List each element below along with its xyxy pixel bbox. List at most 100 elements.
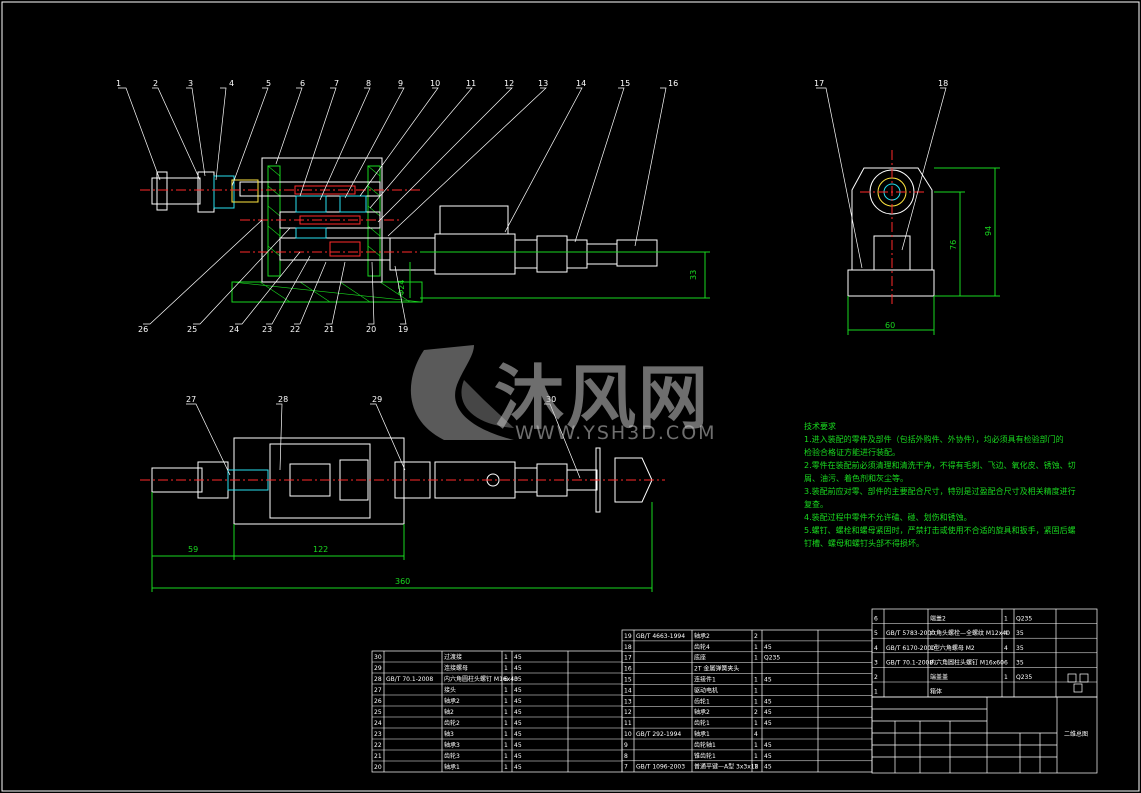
bom-cell: 齿轮轴1 <box>694 741 716 749</box>
bom-cell: 15 <box>624 677 632 684</box>
bom-cell: GB/T 6170-2000 <box>886 645 935 652</box>
bom-cell: 普通平键—A型 3x3x18 <box>694 763 759 771</box>
bom-cell: 35 <box>1016 659 1024 666</box>
balloon-17: 17 <box>814 79 824 88</box>
balloon-2: 2 <box>153 79 158 88</box>
balloon-1: 1 <box>116 79 121 88</box>
balloon-7: 7 <box>334 79 339 88</box>
bom-cell: 45 <box>514 654 522 661</box>
bom-cell: 30 <box>374 654 382 661</box>
tech-title: 技术要求 <box>804 422 836 431</box>
bom-cell: 2 <box>754 633 758 640</box>
bom-cell: 45 <box>764 753 772 760</box>
bom-cell: 10 <box>624 731 632 738</box>
tech-line: 4.装配过程中零件不允许磕、碰、划伤和锈蚀。 <box>804 513 972 522</box>
balloon-27: 27 <box>186 395 196 404</box>
bom-cell: 45 <box>764 720 772 727</box>
title-block <box>871 673 1098 774</box>
bom-cell: 1 <box>504 687 508 694</box>
watermark-cn: 沐风网 <box>494 357 710 439</box>
bom-cell: 45 <box>764 709 772 716</box>
drawing-name: 二维总图 <box>1064 730 1088 738</box>
bom-cell: GB/T 292-1994 <box>636 731 681 738</box>
bom-cell: 轴2 <box>444 708 454 716</box>
bom-cell: 45 <box>764 698 772 705</box>
bom-cell: 1 <box>754 720 758 727</box>
bom-cell: 齿轮1 <box>694 697 710 705</box>
balloons-top: 1 2 3 4 5 6 7 8 9 10 11 12 13 14 15 16 <box>116 79 678 88</box>
bom-cell: 45 <box>514 709 522 716</box>
bom-cell: 轴承2 <box>694 708 710 716</box>
bom-cell: 45 <box>514 753 522 760</box>
balloon-12: 12 <box>504 79 514 88</box>
bom-cell: 45 <box>514 687 522 694</box>
bom-cell: 1 <box>504 665 508 672</box>
bom-cell: 29 <box>374 665 382 672</box>
bom-cell: GB/T 5783-2000 <box>886 630 935 637</box>
bom-cell: 1 <box>874 689 878 696</box>
bom-cell: 1 <box>754 764 758 771</box>
bom-cell: 45 <box>764 677 772 684</box>
watermark-url: WWW.YSH3D.COM <box>515 422 717 444</box>
bom-cell: 45 <box>514 665 522 672</box>
balloon-5: 5 <box>266 79 271 88</box>
bom-cell: 35 <box>514 676 522 683</box>
bom-cell: 箱体 <box>930 688 942 696</box>
balloon-15: 15 <box>620 79 630 88</box>
balloon-26: 26 <box>138 325 148 334</box>
balloon-22: 22 <box>290 325 300 334</box>
dim-94: 94 <box>984 226 993 236</box>
bom-cell: 1 <box>754 655 758 662</box>
side-view <box>816 87 1000 335</box>
bom-cell: 1 <box>504 742 508 749</box>
bom-cell: 35 <box>1016 645 1024 652</box>
bom-cell: 六角头螺栓—全螺纹 M12x40 <box>930 629 1010 637</box>
bom-cell: 45 <box>514 731 522 738</box>
bom-cell: 7 <box>624 764 628 771</box>
bom-cell: 过渡接 <box>444 653 462 661</box>
balloon-25: 25 <box>187 325 197 334</box>
bom-cell: 连接螺母 <box>444 664 468 672</box>
bom-cell: 1 <box>504 654 508 661</box>
bom-cell: 4 <box>1004 645 1008 652</box>
balloon-11: 11 <box>466 79 476 88</box>
technical-requirements: 技术要求 1.进入装配的零件及部件（包括外购件、外协件），均必须具有检验部门的 … <box>804 420 1084 550</box>
balloon-18: 18 <box>938 79 948 88</box>
balloon-24: 24 <box>229 325 239 334</box>
bom-cell: 锥齿轮1 <box>694 752 716 760</box>
bom-cell: Q235 <box>1016 674 1032 681</box>
dim-122: 122 <box>313 545 328 554</box>
bom-cell: Q235 <box>1016 616 1032 623</box>
dim-59: 59 <box>188 545 198 554</box>
bom-cell: GB/T 70.1-2008 <box>386 676 433 683</box>
bom-cell: 6 <box>874 616 878 623</box>
bom-cell: 26 <box>374 698 382 705</box>
balloons-bottom: 26 25 24 23 22 21 20 19 <box>138 325 408 334</box>
balloon-13: 13 <box>538 79 548 88</box>
balloon-10: 10 <box>430 79 440 88</box>
watermark-logo <box>410 345 514 440</box>
balloon-23: 23 <box>262 325 272 334</box>
bom-cell: 轴承1 <box>444 763 460 771</box>
bom-cell: 1 <box>754 644 758 651</box>
bom-cell: 底座 <box>694 654 706 662</box>
bom-cell: 1 <box>754 753 758 760</box>
tech-line: 5.螺钉、螺栓和螺母紧固时，严禁打击或使用不合适的旋具和扳手，紧固后螺 <box>804 526 1076 535</box>
tech-line: 检验合格证方能进行装配。 <box>804 448 900 457</box>
bom-cell: 轴承2 <box>444 697 460 705</box>
bom-cell: 6 <box>504 676 508 683</box>
balloon-8: 8 <box>366 79 371 88</box>
balloons-plan: 27 28 29 30 <box>186 395 556 404</box>
bom-cell: 45 <box>514 698 522 705</box>
dim-60: 60 <box>885 321 895 330</box>
bom-cell: 11 <box>624 720 632 727</box>
bom-cell: 端盖盖 <box>930 673 948 681</box>
balloon-14: 14 <box>576 79 586 88</box>
tech-line: 1.进入装配的零件及部件（包括外购件、外协件），均必须具有检验部门的 <box>804 435 1064 444</box>
bom-cell: 1 <box>754 687 758 694</box>
bom-cell: 内六角圆柱头螺钉 M16x40 <box>444 675 518 683</box>
bom-cell: 45 <box>514 720 522 727</box>
bom-cell: 13 <box>624 698 632 705</box>
bom-cell: 1 <box>504 764 508 771</box>
